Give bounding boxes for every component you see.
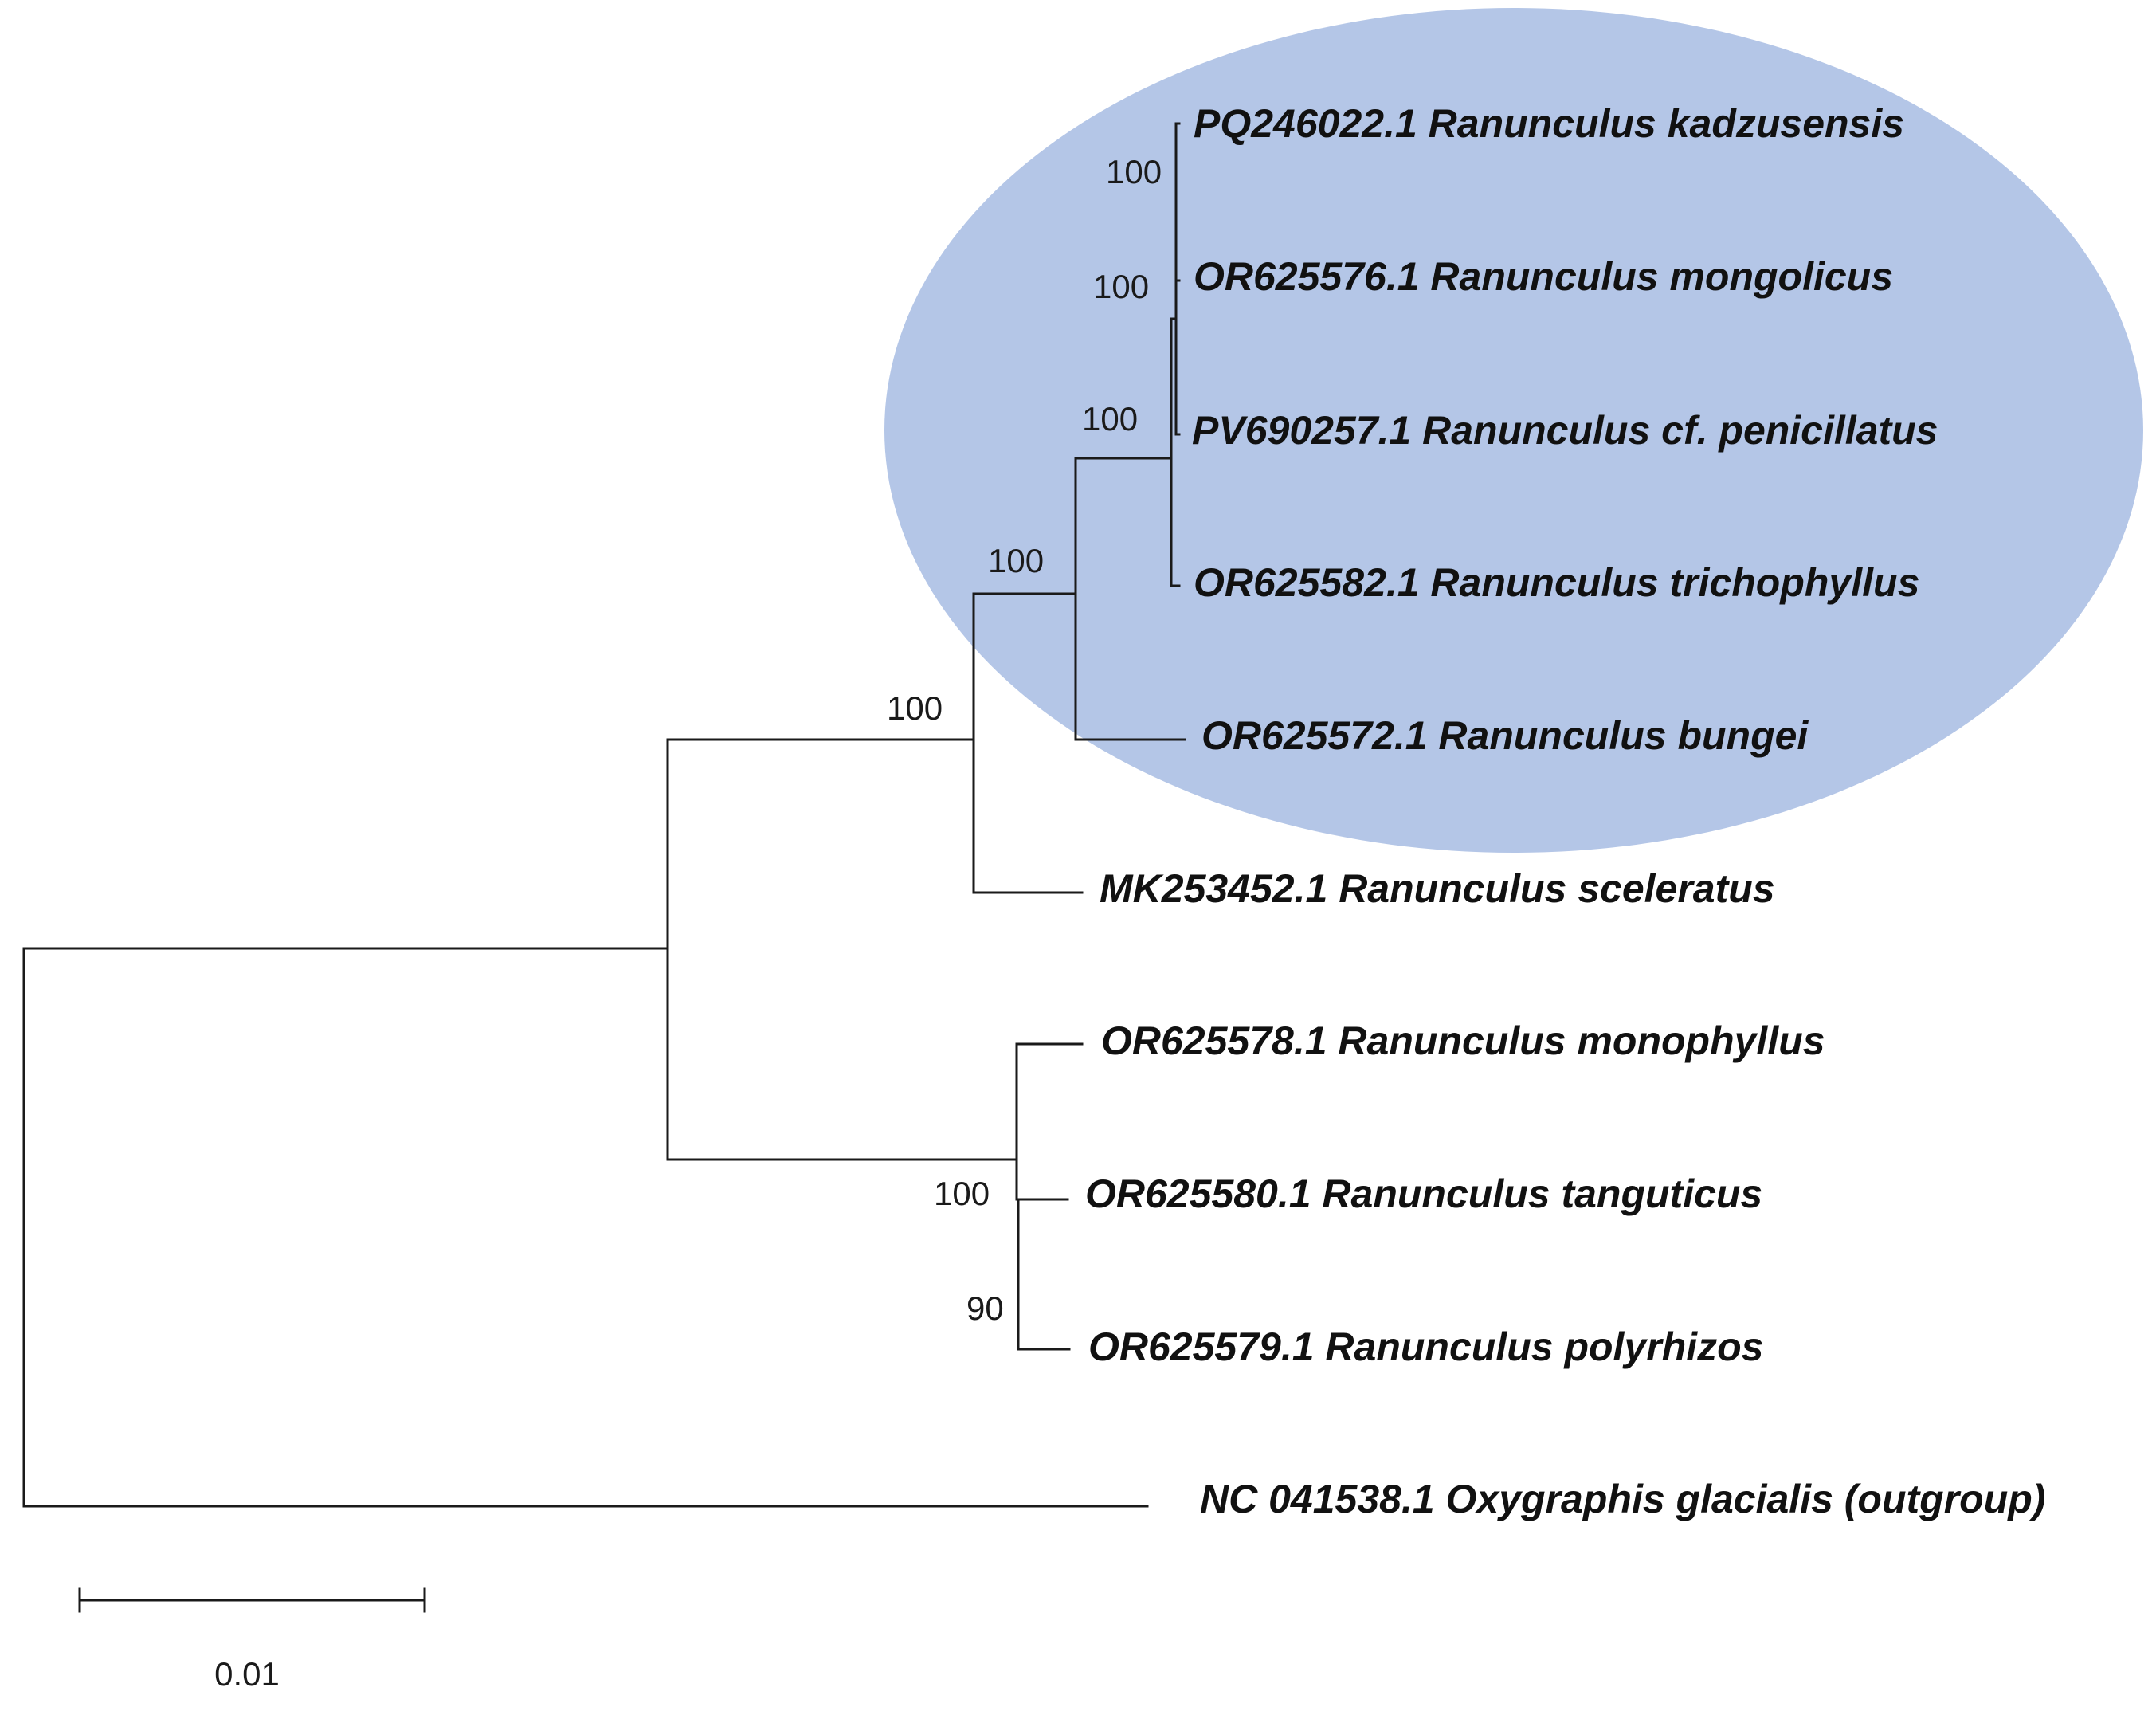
taxon-label-monophyllus: OR625578.1 Ranunculus monophyllus	[1101, 1018, 1825, 1063]
taxon-label-tanguticus: OR625580.1 Ranunculus tanguticus	[1085, 1171, 1762, 1216]
scale-bar	[78, 1587, 426, 1613]
support-value: 100	[1082, 400, 1138, 438]
support-value: 100	[887, 689, 943, 727]
support-value: 100	[1106, 153, 1162, 190]
clade-highlight	[884, 8, 2143, 853]
taxon-label-polyrhizos: OR625579.1 Ranunculus polyrhizos	[1088, 1324, 1764, 1369]
taxon-label-sceleratus: MK253452.1 Ranunculus sceleratus	[1100, 866, 1775, 911]
support-value: 90	[966, 1289, 1004, 1327]
scale-bar-label: 0.01	[214, 1655, 280, 1693]
taxon-label-outgroup: NC 041538.1 Oxygraphis glacialis (outgro…	[1200, 1477, 2045, 1521]
taxon-label-trichophyllus: OR625582.1 Ranunculus trichophyllus	[1194, 560, 1919, 605]
taxon-label-kadzusensis: PQ246022.1 Ranunculus kadzusensis	[1194, 101, 1904, 146]
taxon-label-mongolicus: OR625576.1 Ranunculus mongolicus	[1194, 254, 1893, 299]
support-value: 100	[1093, 268, 1149, 305]
taxon-label-penicillatus: PV690257.1 Ranunculus cf. penicillatus	[1192, 408, 1938, 453]
taxon-label-bungei: OR625572.1 Ranunculus bungei	[1201, 713, 1809, 758]
support-value: 100	[934, 1175, 990, 1212]
support-value: 100	[988, 542, 1044, 579]
